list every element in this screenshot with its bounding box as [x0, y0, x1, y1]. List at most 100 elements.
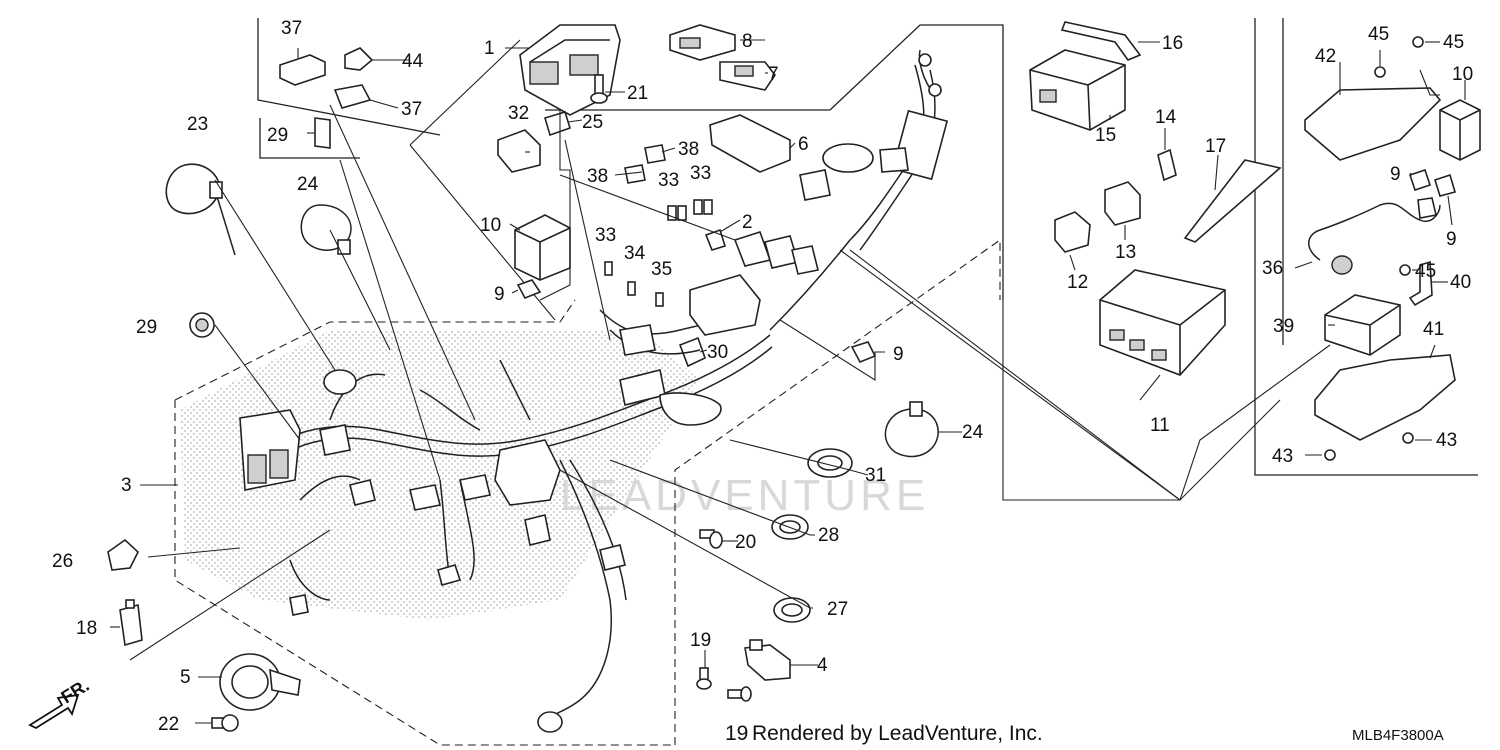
upper-box: [545, 24, 1004, 300]
part-35-fuse[interactable]: [655, 292, 664, 307]
part-34-fuse[interactable]: [627, 281, 636, 296]
part-29-grommet[interactable]: [189, 312, 215, 338]
callout: 3: [121, 475, 132, 496]
part-16-strip[interactable]: [1060, 21, 1142, 61]
callout: 17: [1205, 136, 1226, 157]
part-6-fuse-box[interactable]: [709, 114, 791, 173]
callout: 37: [401, 99, 422, 120]
callout: 8: [742, 31, 753, 52]
part-44-clip[interactable]: [344, 47, 374, 71]
callout: 5: [180, 667, 191, 688]
part-43-screw-a[interactable]: [1324, 449, 1336, 461]
harness-boundary: [174, 238, 1001, 746]
part-15-module[interactable]: [1029, 49, 1126, 131]
upper-harness[interactable]: [733, 49, 949, 331]
callout: 45: [1368, 24, 1389, 45]
callout: 42: [1315, 46, 1336, 67]
part-17-strip[interactable]: [1183, 159, 1282, 243]
callout: 19: [690, 630, 711, 651]
part-32-connector[interactable]: [497, 129, 541, 173]
callout: 11: [1150, 415, 1170, 436]
callout: 40: [1450, 272, 1471, 293]
inset-box-29: [259, 118, 360, 159]
part-26-clip[interactable]: [107, 538, 139, 571]
part-40-bracket[interactable]: [1408, 260, 1433, 307]
part-13-switch[interactable]: [1104, 181, 1141, 226]
part-5-horn[interactable]: [219, 653, 301, 711]
part-18-sensor[interactable]: [119, 599, 143, 647]
part-9-relay-left[interactable]: [516, 279, 542, 300]
part-14-sensor[interactable]: [1157, 148, 1177, 182]
part-43-screw-b[interactable]: [1402, 432, 1414, 444]
callout: 9: [494, 284, 505, 305]
part-9-relay-right-b[interactable]: [1434, 173, 1456, 197]
callout: 31: [865, 465, 886, 486]
watermark: LEADVENTURE: [560, 471, 929, 520]
part-45-screw-b[interactable]: [1412, 36, 1424, 48]
part-29-inset-clip[interactable]: [314, 117, 331, 149]
callout: 36: [1262, 258, 1283, 279]
part-20-bolt[interactable]: [699, 529, 723, 549]
part-31-clamp[interactable]: [807, 448, 853, 478]
part-37-connector-b[interactable]: [333, 84, 372, 109]
callout: 29: [136, 317, 157, 338]
callout: 19: [725, 722, 748, 745]
part-24-band-left[interactable]: [300, 204, 352, 255]
part-9-relay-right-a[interactable]: [1408, 168, 1432, 192]
part-23-band[interactable]: [165, 163, 236, 256]
callout: 25: [582, 112, 603, 133]
part-45-screw-a[interactable]: [1374, 66, 1386, 78]
callout: 33: [658, 170, 679, 191]
part-10-relay-right[interactable]: [1439, 99, 1481, 161]
part-11-ecu[interactable]: [1099, 269, 1226, 376]
callout: 43: [1272, 446, 1293, 467]
part-12-unit[interactable]: [1054, 211, 1091, 253]
callout: 10: [480, 215, 501, 236]
part-19-bolt-a[interactable]: [696, 667, 712, 690]
right-diag: [839, 249, 1281, 501]
part-19-bolt-b[interactable]: [727, 686, 752, 702]
part-38-fuse-b[interactable]: [624, 164, 646, 184]
part-24-band-right[interactable]: [884, 401, 939, 458]
callout: 6: [798, 134, 809, 155]
part-37-connector-a[interactable]: [279, 54, 326, 86]
callout: 9: [893, 344, 904, 365]
callout: 28: [818, 525, 839, 546]
inset-box-37: [257, 18, 441, 136]
callout: 33: [595, 225, 616, 246]
main-harness[interactable]: [239, 274, 773, 733]
part-21-bolt[interactable]: [590, 74, 608, 104]
part-45-screw-c[interactable]: [1399, 264, 1411, 276]
harness-shading: [180, 330, 700, 620]
part-41-cover[interactable]: [1314, 354, 1456, 441]
callout: 24: [297, 174, 319, 195]
callout: 38: [678, 139, 699, 160]
callout: 26: [52, 551, 73, 572]
callout: 2: [742, 212, 753, 233]
callout: 45: [1443, 32, 1464, 53]
part-42-cover[interactable]: [1304, 87, 1442, 161]
callout: 39: [1273, 316, 1294, 337]
part-9-relay-center[interactable]: [850, 341, 877, 364]
part-38-fuse-a[interactable]: [644, 144, 666, 164]
callout: 22: [158, 714, 179, 735]
part-25-clip[interactable]: [544, 111, 571, 137]
callout: 13: [1115, 242, 1136, 263]
part-33-fuse-c[interactable]: [604, 261, 613, 276]
part-10-relay-left[interactable]: [514, 214, 571, 281]
part-36-sub-harness[interactable]: [1308, 197, 1441, 275]
callout: 1: [484, 38, 495, 59]
callout: 24: [962, 422, 984, 443]
callout: 18: [76, 618, 97, 639]
callout: 30: [707, 342, 728, 363]
callout: 44: [402, 51, 424, 72]
part-33-fuse-b[interactable]: [693, 199, 713, 215]
part-39-module[interactable]: [1324, 294, 1401, 356]
part-8-connector[interactable]: [669, 24, 736, 61]
part-22-bolt[interactable]: [211, 714, 239, 732]
part-4-sensor[interactable]: [744, 639, 791, 681]
callout: 12: [1067, 272, 1088, 293]
part-7-connector[interactable]: [719, 61, 776, 91]
part-27-clamp[interactable]: [773, 597, 811, 623]
